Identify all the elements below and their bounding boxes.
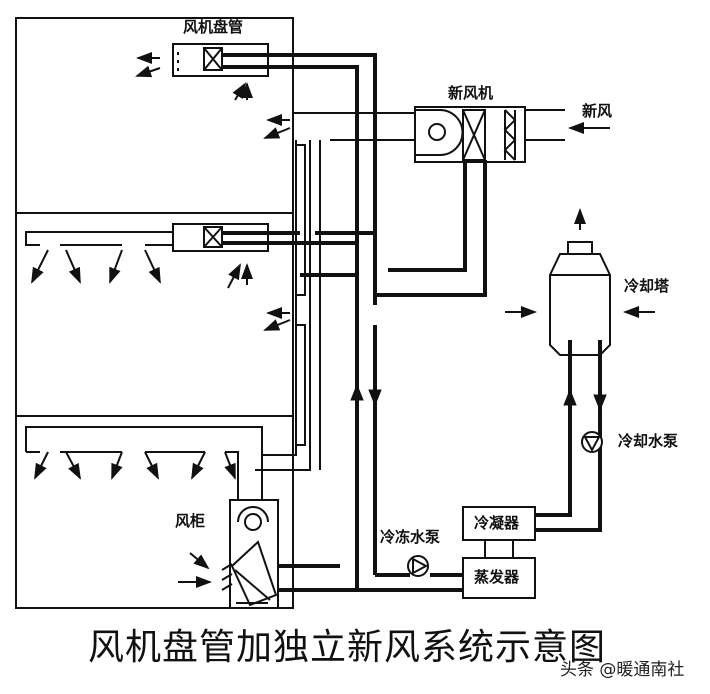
condenser-label: 冷凝器 <box>474 514 520 532</box>
evaporator-label: 蒸发器 <box>474 568 520 586</box>
supply-duct-bottom <box>25 140 311 500</box>
fresh-air-label: 新风 <box>582 102 613 120</box>
air-handler-label: 风柜 <box>175 512 206 530</box>
air-handling-unit <box>221 499 279 609</box>
cooling-water-pump-label: 冷却水泵 <box>618 432 679 450</box>
diagram-title: 风机盘管加独立新风系统示意图 <box>88 627 607 668</box>
fan-coil-unit-middle <box>25 223 269 252</box>
condenser-box <box>462 506 536 541</box>
fresh-air-unit-label: 新风机 <box>448 84 494 102</box>
cooling-tower-label: 冷却塔 <box>624 277 670 295</box>
fan-coil-unit-top <box>172 43 269 77</box>
building-outline <box>15 17 294 609</box>
cooling-tower <box>549 241 611 356</box>
fresh-air-unit <box>414 106 565 163</box>
fresh-air-riser <box>295 324 306 446</box>
watermark: 头条 @暖通南社 <box>560 660 685 680</box>
fan-coil-label: 风机盘管 <box>183 18 244 36</box>
fresh-air-riser <box>295 144 306 296</box>
chilled-water-pump-label: 冷冻水泵 <box>380 528 441 546</box>
evaporator-box <box>462 557 536 599</box>
